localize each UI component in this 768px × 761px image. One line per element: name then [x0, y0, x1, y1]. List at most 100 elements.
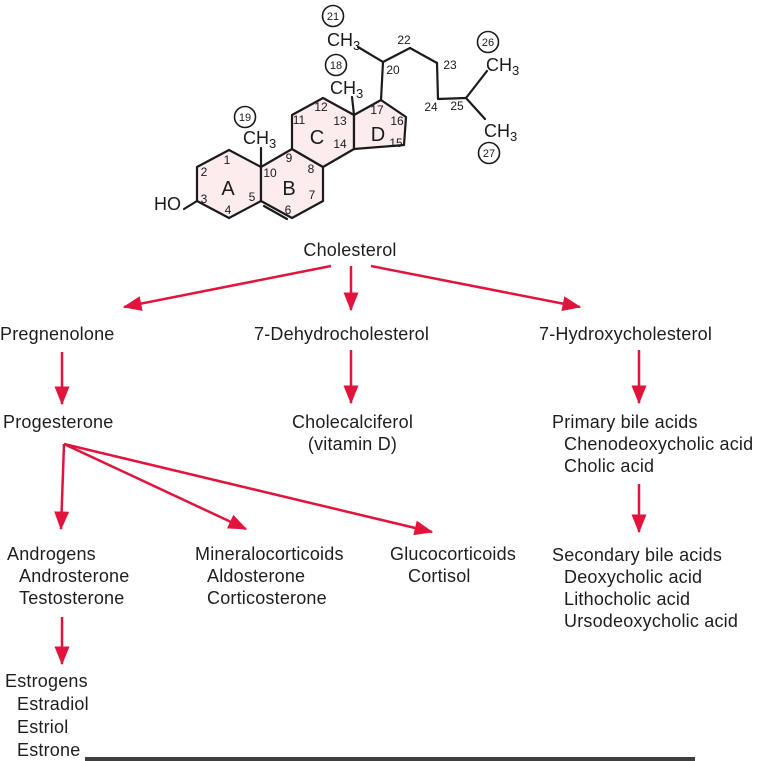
node-progesterone: Progesterone	[3, 412, 114, 432]
bond-c20-methyl21	[356, 45, 385, 64]
arrow-cholesterol-hydroxy	[370, 264, 582, 311]
node-item: Chenodeoxycholic acid	[564, 434, 754, 454]
methyl-27-label: CH3	[484, 121, 517, 144]
methyl-19-label: CH3	[243, 128, 276, 151]
methyl-sub: 3	[269, 136, 276, 151]
hydroxyl-label: HO	[154, 194, 181, 214]
carbon-23: 23	[443, 58, 457, 72]
carbon-16: 16	[390, 114, 404, 128]
bond-c25-methyl26	[464, 69, 489, 100]
bottom-edge-bar	[85, 757, 695, 761]
carbon-12: 12	[314, 100, 328, 114]
node-glucocorticoids: Glucocorticoids Cortisol	[390, 543, 516, 587]
node-cholesterol: Cholesterol	[303, 240, 397, 260]
double-bond-5-6	[262, 204, 289, 221]
node-item: Testosterone	[19, 588, 125, 608]
node-secondary-bile-acids: Secondary bile acids Deoxycholic acid Li…	[552, 544, 738, 632]
methyl-sub: 3	[353, 38, 360, 53]
circle-19	[233, 105, 257, 129]
node-androgens: Androgens Androsterone Testosterone	[7, 543, 129, 609]
node-item: Estradiol	[17, 694, 89, 714]
circle-27	[477, 141, 501, 165]
node-estrogens: Estrogens Estradiol Estriol Estrone	[5, 670, 89, 761]
carbon-17: 17	[370, 103, 384, 117]
circle-21	[321, 4, 345, 28]
carbon-15: 15	[389, 136, 403, 150]
circled-26-label: 26	[482, 37, 494, 49]
circled-18-label: 18	[330, 60, 342, 72]
carbon-2: 2	[201, 165, 208, 179]
bond-c25-methyl27	[464, 96, 487, 121]
arrow-progesterone-glucocorticoids	[63, 442, 434, 536]
node-item: Aldosterone	[207, 566, 306, 586]
carbon-24: 24	[424, 100, 438, 114]
node-title: Estrogens	[5, 671, 88, 691]
ring-d-label: D	[371, 124, 385, 146]
cholecalciferol-line1: Cholecalciferol	[291, 412, 414, 432]
node-cholecalciferol: Cholecalciferol (vitamin D)	[275, 411, 430, 455]
methyl-sub: 3	[512, 63, 519, 78]
circled-21-label: 21	[327, 11, 339, 23]
methyl-base: CH	[330, 78, 356, 98]
carbon-7: 7	[309, 188, 316, 202]
methyl-sub: 3	[510, 129, 517, 144]
node-title: Primary bile acids	[552, 412, 698, 432]
circled-27-label: 27	[483, 148, 495, 160]
carbon-25: 25	[450, 99, 464, 113]
methyl-18-label: CH3	[330, 78, 363, 101]
node-pregnenolone: Pregnenolone	[0, 324, 115, 344]
ring-b-label: B	[282, 178, 295, 200]
circle-18	[324, 53, 348, 77]
bond-c13-methyl18	[350, 95, 356, 117]
methyl-base: CH	[486, 55, 512, 75]
bond-c23-c24	[435, 61, 440, 101]
bond-c3-ho	[182, 199, 199, 211]
arrow-cholesterol-pregnenolone	[122, 264, 332, 311]
carbon-3: 3	[201, 192, 208, 206]
node-item: Deoxycholic acid	[564, 567, 703, 587]
node-item: Estriol	[17, 717, 69, 737]
node-item: Estrone	[17, 740, 81, 760]
node-title: Glucocorticoids	[390, 544, 517, 564]
arrow-progesterone-androgens	[54, 443, 70, 531]
circled-numbers: 18 19 21 26 27	[233, 4, 501, 165]
bond-c20-c22	[381, 46, 412, 64]
methyl-21-label: CH3	[327, 30, 360, 53]
arrow-progesterone-mineralocorticoids	[63, 442, 248, 531]
node-item: Androsterone	[19, 566, 130, 586]
carbon-22: 22	[397, 33, 411, 47]
methyl-base: CH	[484, 121, 510, 141]
bonds	[182, 45, 489, 221]
node-item: Ursodeoxycholic acid	[564, 611, 739, 631]
ring-d-polygon	[352, 98, 408, 151]
carbon-8: 8	[308, 162, 315, 176]
carbon-1: 1	[224, 153, 231, 167]
carbon-4: 4	[225, 203, 232, 217]
node-7-dehydrocholesterol: 7-Dehydrocholesterol	[254, 324, 430, 344]
cholecalciferol-line2: (vitamin D)	[307, 434, 398, 454]
methyl-sub: 3	[356, 86, 363, 101]
node-primary-bile-acids: Primary bile acids Chenodeoxycholic acid…	[552, 411, 753, 477]
carbon-14: 14	[333, 137, 347, 151]
carbon-numbers: 1 2 3 4 5 6 7 8 9 10 11 12 13 14 15 16 1…	[201, 33, 464, 217]
carbon-9: 9	[286, 151, 293, 165]
carbon-5: 5	[249, 190, 256, 204]
carbon-11: 11	[293, 113, 306, 127]
ring-c-label: C	[310, 127, 324, 149]
node-item: Lithocholic acid	[564, 589, 691, 609]
node-mineralocorticoids: Mineralocorticoids Aldosterone Corticost…	[195, 543, 344, 609]
node-title: Secondary bile acids	[552, 545, 723, 565]
flow-arrows	[54, 264, 647, 666]
node-item: Corticosterone	[207, 588, 327, 608]
carbon-13: 13	[333, 114, 347, 128]
circled-19-label: 19	[239, 112, 251, 124]
node-item: Cortisol	[408, 566, 471, 586]
bond-c22-c23	[408, 46, 439, 65]
steroid-ring-system	[195, 96, 408, 220]
ring-a-label: A	[221, 178, 235, 200]
methyl-26-label: CH3	[486, 55, 519, 78]
bond-c17-c20	[379, 60, 385, 102]
node-item: Cholic acid	[564, 456, 655, 476]
